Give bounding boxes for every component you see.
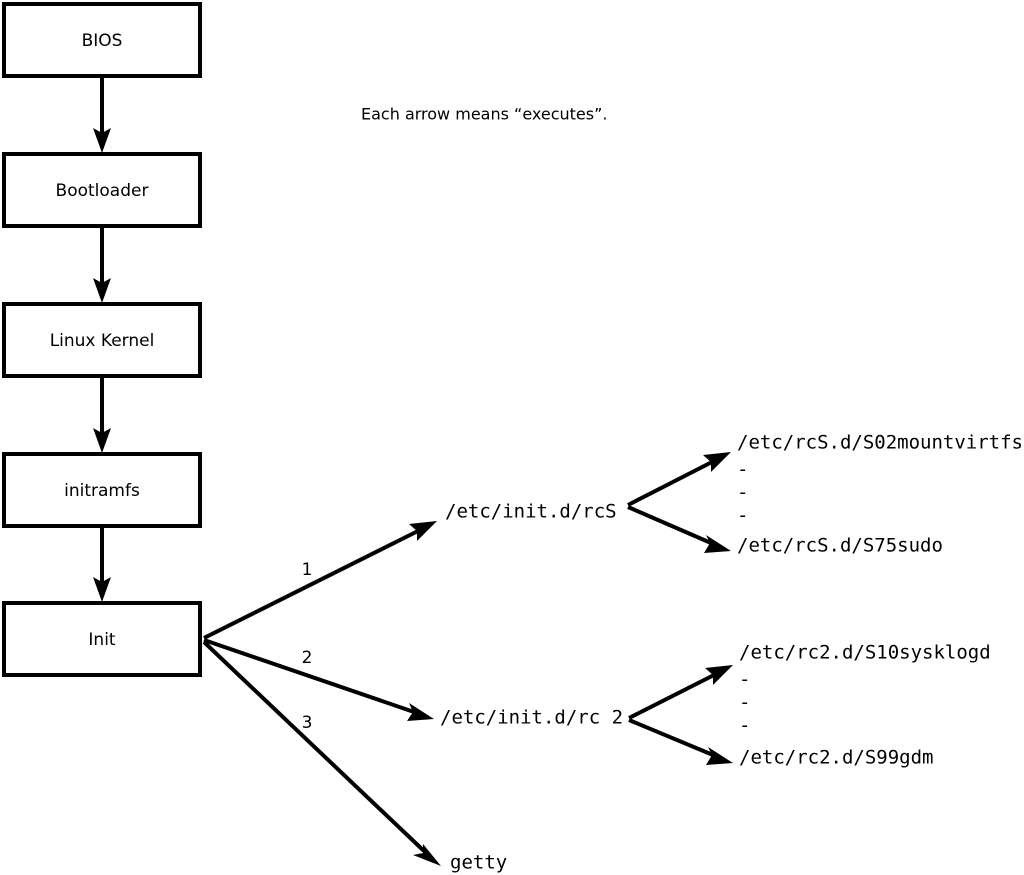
arrowhead-icon — [706, 747, 733, 765]
arrow-initramfs-to-init — [93, 526, 111, 602]
edge-number-1: 1 — [302, 560, 313, 580]
arrowhead-icon — [409, 521, 437, 541]
edge-number-2: 2 — [302, 648, 313, 668]
target-label-rcs: /etc/init.d/rcS — [445, 501, 617, 523]
arrow-bios-to-bootloader — [93, 76, 111, 153]
arrow-rc2-to-first-script — [628, 665, 733, 720]
init-box[interactable] — [2, 601, 202, 677]
node-bootloader[interactable]: Bootloader — [2, 152, 202, 228]
rcs-ellipsis-dash-3: - — [737, 505, 748, 527]
linux-kernel-label: Linux Kernel — [50, 331, 155, 351]
rc2-script-first: /etc/rc2.d/S10sysklogd — [739, 642, 991, 664]
node-initramfs[interactable]: initramfs — [2, 452, 202, 528]
init-label: Init — [88, 630, 116, 650]
bios-label: BIOS — [82, 31, 123, 51]
caption-text: Each arrow means “executes”. — [361, 105, 607, 124]
arrowhead-icon — [93, 577, 111, 602]
arrow-rcs-to-first-script — [627, 452, 731, 507]
arrowhead-icon — [703, 452, 731, 472]
rcs-script-first: /etc/rcS.d/S02mountvirtfs — [737, 432, 1023, 454]
arrow-rc2-to-last-script — [628, 718, 733, 765]
arrowhead-icon — [704, 535, 731, 553]
arrowhead-icon — [93, 428, 111, 453]
bootloader-label: Bootloader — [56, 181, 149, 201]
node-init[interactable]: Init — [2, 601, 202, 677]
bios-box[interactable] — [2, 2, 202, 78]
rc2-script-last: /etc/rc2.d/S99gdm — [739, 747, 933, 769]
initramfs-label: initramfs — [64, 481, 140, 501]
rcs-ellipsis-dash-2: - — [737, 482, 748, 504]
target-label-getty: getty — [450, 852, 507, 874]
node-linux-kernel[interactable]: Linux Kernel — [2, 302, 202, 378]
rcs-script-last: /etc/rcS.d/S75sudo — [737, 535, 943, 557]
node-bios[interactable]: BIOS — [2, 2, 202, 78]
rc2-ellipsis-dash-2: - — [739, 692, 750, 714]
arrow-init-to-rcs — [203, 521, 437, 640]
arrow-init-to-getty — [202, 640, 441, 866]
arrow-rcs-to-last-script — [627, 505, 731, 553]
arrowhead-icon — [93, 278, 111, 303]
arrow-bootloader-to-kernel — [93, 226, 111, 303]
initramfs-box[interactable] — [2, 452, 202, 528]
rc2-ellipsis-dash-3: - — [739, 715, 750, 737]
rcs-ellipsis-dash-1: - — [737, 459, 748, 481]
arrowhead-icon — [413, 844, 441, 866]
arrow-kernel-to-initramfs — [93, 376, 111, 453]
arrowhead-icon — [407, 703, 434, 721]
arrow-init-to-rc2 — [203, 638, 434, 721]
target-label-rc2: /etc/init.d/rc 2 — [440, 707, 623, 729]
edge-number-3: 3 — [302, 713, 313, 733]
rc2-ellipsis-dash-1: - — [739, 669, 750, 691]
arrowhead-icon — [705, 665, 733, 685]
arrowhead-icon — [93, 128, 111, 153]
